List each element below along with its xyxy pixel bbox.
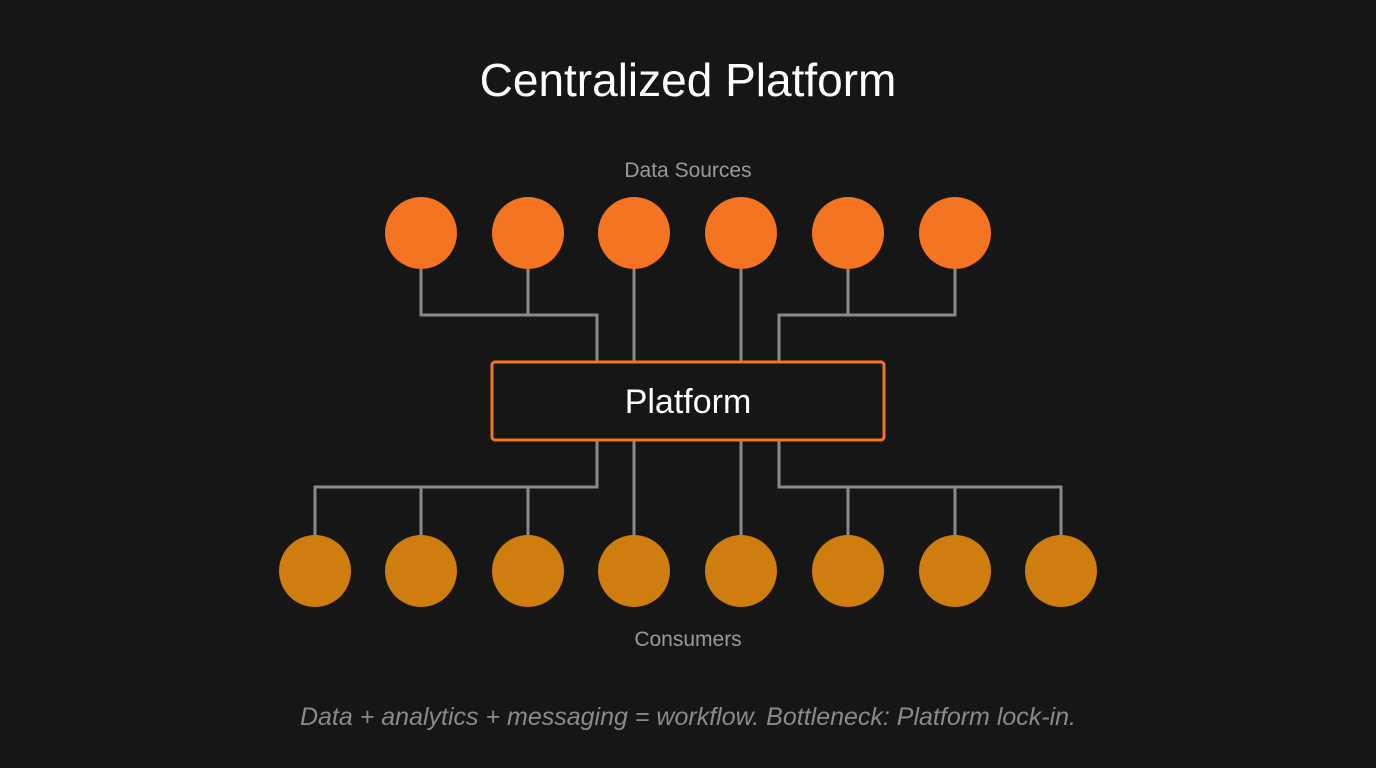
data-source-node bbox=[385, 197, 457, 269]
consumer-connector-right bbox=[777, 441, 1063, 536]
consumer-node bbox=[598, 535, 670, 607]
consumers-label: Consumers bbox=[634, 628, 742, 651]
consumer-node bbox=[812, 535, 884, 607]
data-sources-label: Data Sources bbox=[624, 159, 752, 182]
source-connector-left bbox=[419, 269, 599, 362]
consumer-node bbox=[279, 535, 351, 607]
data-source-node bbox=[598, 197, 670, 269]
platform-label: Platform bbox=[625, 383, 752, 421]
footer-caption: Data + analytics + messaging = workflow.… bbox=[299, 703, 1077, 731]
diagram-title: Centralized Platform bbox=[479, 54, 897, 106]
data-source-node bbox=[812, 197, 884, 269]
platform-box: Platform bbox=[490, 360, 886, 442]
consumer-node bbox=[385, 535, 457, 607]
connector-lines bbox=[313, 269, 1063, 536]
consumer-nodes bbox=[279, 535, 1097, 607]
consumer-connector-left bbox=[313, 441, 599, 536]
consumer-node bbox=[919, 535, 991, 607]
data-source-nodes bbox=[385, 197, 991, 269]
consumer-node bbox=[1025, 535, 1097, 607]
platform-box-border bbox=[490, 360, 886, 442]
consumer-node bbox=[492, 535, 564, 607]
source-connector-right bbox=[777, 269, 957, 362]
data-source-node bbox=[705, 197, 777, 269]
data-source-node bbox=[492, 197, 564, 269]
data-source-node bbox=[919, 197, 991, 269]
consumer-node bbox=[705, 535, 777, 607]
